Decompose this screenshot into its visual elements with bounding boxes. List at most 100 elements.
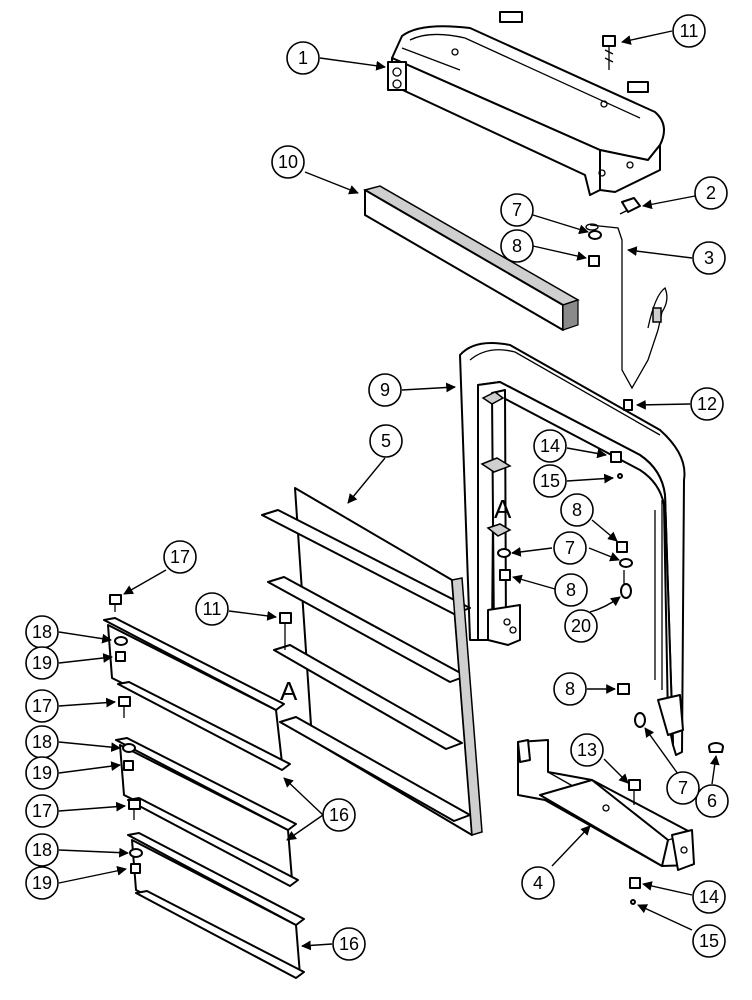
callout-19-lower: 19 [25, 866, 59, 900]
washer-7-lower [634, 712, 646, 728]
washer-7-frame-right [619, 558, 633, 568]
perforated-grille-part [261, 487, 483, 836]
callout-15-lower: 15 [692, 924, 726, 958]
leader-4 [551, 825, 591, 867]
callout-8-frame-left-label: 8 [566, 580, 576, 600]
mesh-screen-lower [127, 832, 305, 979]
callout-17-middle: 17 [25, 689, 59, 723]
alignment-marker-frame: A [494, 494, 512, 524]
callout-14-lower-label: 14 [699, 887, 719, 907]
leader-5 [347, 457, 386, 504]
callout-8-top: 8 [500, 229, 534, 263]
leader-15-lower [637, 904, 693, 931]
callout-8-top-label: 8 [512, 236, 522, 256]
leader-7-frame [511, 547, 553, 557]
callout-16-middle-label: 16 [329, 805, 349, 825]
marker-a-grille: A [280, 676, 298, 706]
callout-13: 13 [570, 733, 604, 767]
callout-15-upper: 15 [533, 464, 567, 498]
callout-3-label: 3 [704, 248, 714, 268]
callout-7-lower: 7 [666, 771, 700, 805]
callout-1: 1 [286, 41, 320, 75]
leader-18-middle [58, 741, 121, 753]
callout-8-frame-right: 8 [560, 493, 594, 527]
leader-7-top [532, 214, 589, 235]
nut-8-top [588, 255, 600, 267]
callout-18-lower: 18 [25, 833, 59, 867]
callout-13-label: 13 [577, 740, 597, 760]
callout-8-lower: 8 [553, 672, 587, 706]
pin-15-lower [630, 899, 636, 905]
leader-9 [401, 382, 456, 393]
callout-12: 12 [690, 387, 724, 421]
leader-19-middle [58, 761, 121, 774]
callout-11-grille: 11 [195, 592, 229, 626]
callout-7-frame: 7 [553, 531, 587, 565]
callout-18-middle-label: 18 [32, 732, 52, 752]
leader-18-lower [58, 847, 129, 858]
callout-7-top-label: 7 [512, 200, 522, 220]
washer-18-middle [122, 743, 136, 753]
plug-6 [708, 742, 724, 753]
nut-8-lower [617, 683, 630, 695]
leader-7-frame-b [588, 547, 620, 562]
callout-17-lower-label: 17 [32, 801, 52, 821]
bolt-17-middle [118, 696, 131, 718]
leader-19-upper [58, 653, 113, 664]
leader-7-lower [644, 727, 679, 775]
leader-20 [589, 596, 621, 613]
callouts: 1 2 3 4 5 6 7 7 7 8 8 8 8 9 10 11 11 12 … [25, 14, 729, 961]
leader-14-upper [566, 447, 607, 459]
leader-16-b [286, 814, 324, 841]
leader-lines [58, 30, 720, 951]
support-rod-part [585, 223, 668, 390]
callout-11-top: 11 [672, 14, 706, 48]
callout-8-frame-left: 8 [554, 573, 588, 607]
leader-10 [304, 171, 359, 195]
pin-15-upper [617, 473, 623, 479]
callout-2: 2 [694, 176, 728, 210]
nut-8-frame-right [616, 541, 628, 553]
leader-6 [709, 755, 720, 785]
leader-17-middle [58, 697, 116, 708]
callout-17-upper-label: 17 [170, 547, 190, 567]
callout-14-lower: 14 [692, 880, 726, 914]
nut-19-middle [123, 760, 134, 771]
callout-4-label: 4 [533, 873, 543, 893]
callout-15-lower-label: 15 [699, 931, 719, 951]
callout-3: 3 [692, 241, 726, 275]
callout-7-top: 7 [500, 193, 534, 227]
callout-14-upper: 14 [533, 429, 567, 463]
leader-14-lower [642, 881, 693, 896]
callout-19-middle: 19 [25, 756, 59, 790]
nut-8-frame-left [499, 569, 511, 581]
leader-11-grille [228, 610, 277, 621]
callout-18-upper-label: 18 [32, 622, 52, 642]
callout-11-top-label: 11 [680, 21, 699, 41]
callout-14-upper-label: 14 [540, 436, 560, 456]
callout-2-label: 2 [706, 183, 716, 203]
clip-nut-14-lower [629, 877, 641, 889]
leader-17-upper [123, 569, 167, 595]
leader-13 [603, 758, 629, 784]
callout-20: 20 [564, 609, 598, 643]
callout-17-lower: 17 [25, 794, 59, 828]
washer-18-upper [114, 636, 128, 646]
washer-18-lower [129, 848, 143, 858]
nut-19-lower [130, 863, 141, 874]
callout-17-middle-label: 17 [32, 696, 52, 716]
bolt-12 [623, 399, 633, 411]
leader-8-frame-left [512, 574, 556, 590]
callout-19-middle-label: 19 [32, 763, 52, 783]
leader-3 [627, 246, 693, 259]
leader-1 [319, 57, 386, 71]
mesh-screen-middle [115, 737, 299, 887]
bolt-11-top [602, 35, 616, 70]
callout-16-lower: 16 [332, 927, 366, 961]
nut-19-upper [115, 651, 126, 662]
callout-7-frame-label: 7 [565, 538, 575, 558]
callout-19-lower-label: 19 [32, 873, 52, 893]
leader-8-frame-right [591, 519, 618, 542]
callout-19-upper: 19 [25, 646, 59, 680]
